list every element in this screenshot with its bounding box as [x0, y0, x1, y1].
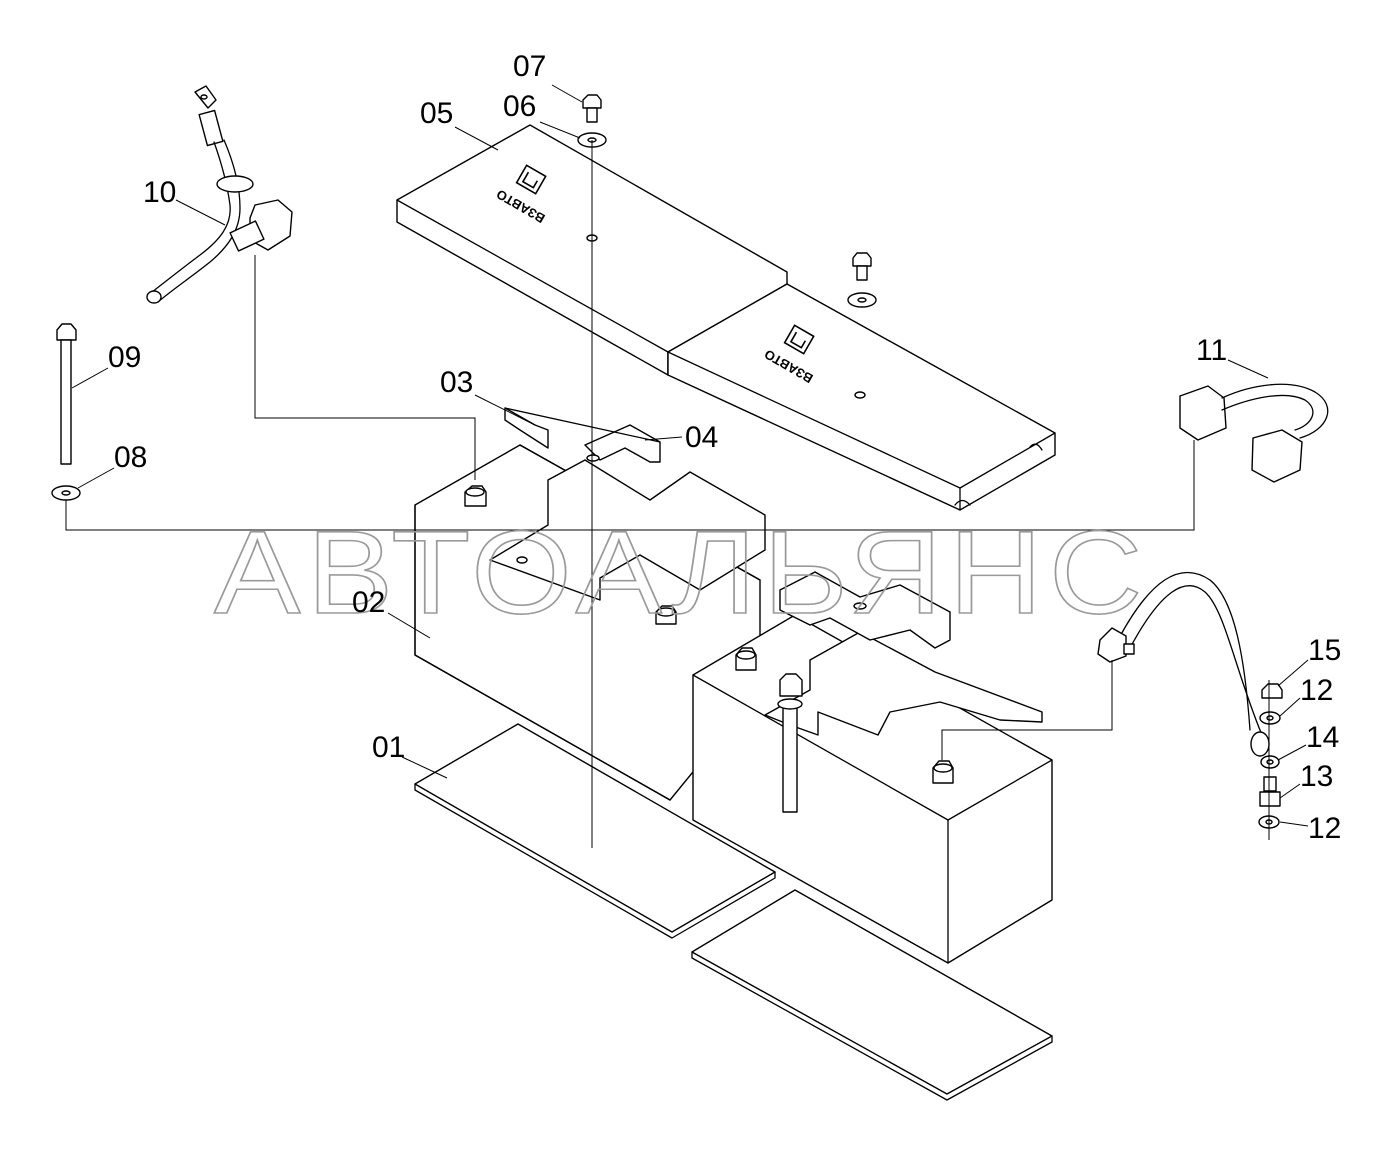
callout-01: 01 — [372, 731, 405, 764]
callout-06: 06 — [503, 90, 536, 123]
leader-04 — [644, 436, 683, 441]
leader-02 — [387, 612, 431, 639]
leader-12-bottom — [1279, 821, 1309, 827]
washer-12-top — [1259, 711, 1281, 725]
callout-10: 10 — [143, 176, 176, 209]
cable10-route-line — [254, 255, 476, 480]
callout-11: 11 — [1196, 334, 1227, 367]
battery-cover-right — [667, 283, 1056, 511]
leader-15 — [1277, 659, 1309, 687]
base-pad-right — [691, 889, 1053, 1101]
watermark: АВТОАЛЬЯНС — [214, 507, 1149, 639]
ground-route-line — [941, 660, 1113, 760]
callout-07: 07 — [513, 50, 546, 83]
leader-03 — [474, 394, 536, 426]
leader-07 — [551, 84, 583, 103]
washer-08 — [51, 485, 81, 501]
leader-10 — [175, 199, 226, 226]
callout-02: 02 — [352, 586, 385, 619]
cable11-route-line — [65, 440, 1195, 531]
stud-13 — [1259, 776, 1281, 807]
battery-cable-10 — [146, 85, 293, 304]
leader-13 — [1279, 783, 1301, 799]
callout-09: 09 — [108, 341, 141, 374]
leader-12-top — [1279, 697, 1301, 717]
long-bolt — [56, 323, 77, 465]
leader-11 — [1227, 359, 1269, 379]
base-pad-left — [414, 723, 776, 939]
leader-09 — [71, 367, 109, 389]
leader-14 — [1277, 744, 1307, 761]
callout-08: 08 — [114, 441, 147, 474]
cover-washer-right — [847, 292, 877, 308]
callout-12-bottom: 12 — [1308, 812, 1341, 845]
leader-05 — [454, 126, 499, 151]
callout-15: 15 — [1308, 634, 1341, 667]
callout-14: 14 — [1306, 721, 1339, 754]
callout-12-top: 12 — [1300, 674, 1333, 707]
hold-down-bracket-right — [764, 571, 1043, 736]
leader-08 — [77, 467, 115, 489]
cover-bolt-right — [852, 252, 872, 281]
nut-15 — [1261, 683, 1283, 699]
leader-01 — [401, 756, 448, 779]
cover-bolt-left — [582, 94, 602, 123]
callout-03: 03 — [440, 366, 473, 399]
leader-06 — [539, 121, 581, 139]
battery-cable-11 — [1179, 383, 1329, 483]
j-bolt-right — [777, 673, 803, 813]
callout-13: 13 — [1300, 760, 1333, 793]
callout-05: 05 — [420, 97, 453, 130]
callout-04: 04 — [685, 421, 718, 454]
terminal-14 — [1260, 755, 1280, 769]
